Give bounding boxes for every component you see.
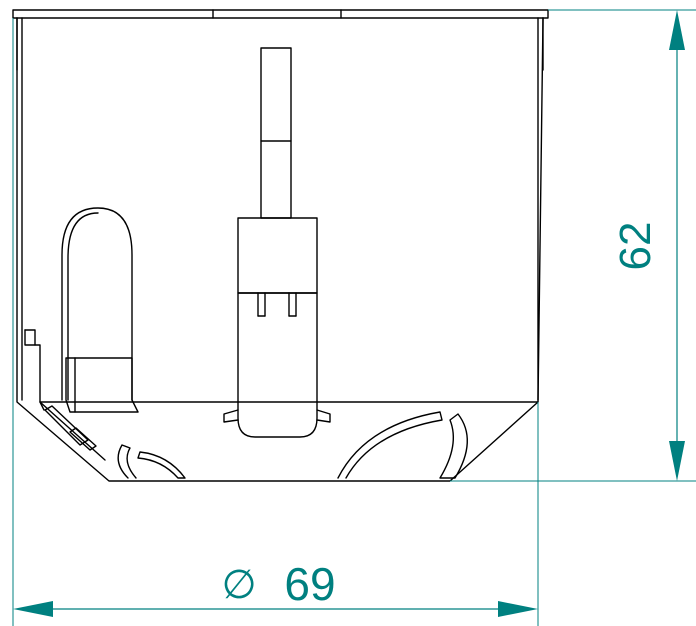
height-value-label: 62 — [611, 222, 660, 271]
width-dimension: ∅ 69 — [12, 18, 539, 626]
terminal-foot-right — [316, 409, 331, 423]
height-dimension: 62 — [450, 9, 696, 482]
height-arrow-bottom — [669, 441, 685, 481]
knockout-small-outer — [117, 444, 137, 479]
body-outer-wall — [16, 17, 544, 482]
terminal-lower-block — [237, 292, 318, 438]
left-clip-inner — [24, 329, 36, 346]
strain-relief-tab — [61, 207, 133, 401]
width-arrow-right — [498, 601, 538, 617]
terminal-foot-left — [223, 409, 239, 423]
strain-relief-base — [65, 357, 139, 413]
left-chamfer-slot-2 — [69, 427, 97, 451]
strain-relief-tab-inner — [67, 212, 99, 401]
box-outline — [12, 9, 549, 482]
knockout-large-left — [337, 411, 443, 479]
width-value-label: 69 — [284, 558, 335, 610]
left-chamfer-slot — [44, 405, 89, 446]
diameter-symbol: ∅ — [222, 563, 257, 607]
top-rim — [12, 9, 549, 19]
knockout-small-inner — [137, 451, 186, 479]
terminal-stem — [260, 47, 292, 219]
terminal-upper-block — [237, 217, 318, 294]
width-arrow-left — [13, 601, 53, 617]
knockout-large-right — [439, 413, 468, 479]
left-clip — [24, 329, 45, 411]
height-arrow-top — [669, 10, 685, 50]
